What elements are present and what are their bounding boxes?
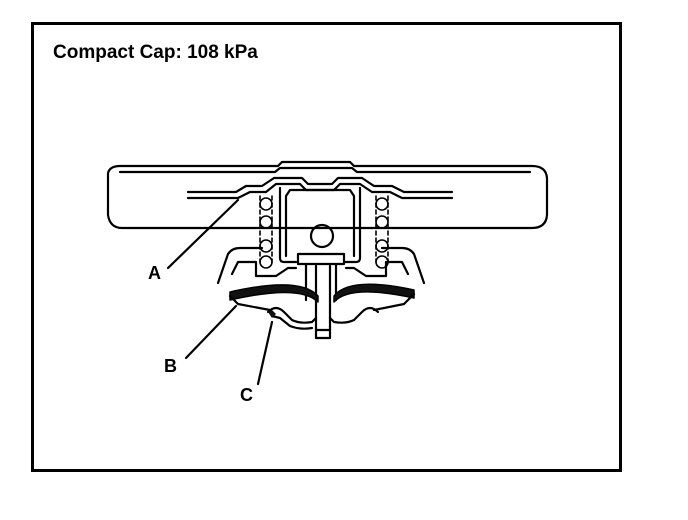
stem-tip: [314, 328, 332, 340]
cap-shell-inner: [118, 166, 532, 174]
leader-b: [184, 304, 238, 360]
leader-c: [256, 320, 274, 386]
seal-housing: [216, 246, 426, 285]
callout-a-label: A: [148, 263, 161, 283]
vent-hole: [309, 223, 335, 249]
left-spring: [259, 195, 273, 269]
callout-c-label: C: [240, 385, 253, 405]
gasket-c: [266, 306, 380, 330]
spring-plate: [186, 176, 454, 200]
gasket-b-right: [333, 283, 415, 303]
right-spring: [375, 195, 389, 269]
diagram-title: Compact Cap: 108 kPa: [53, 42, 258, 63]
lower-flange: [228, 292, 416, 312]
gasket-c-fill: [268, 310, 276, 318]
callout-b-label: B: [164, 356, 177, 376]
gasket-b: [229, 284, 319, 303]
center-housing: [278, 186, 362, 264]
valve-stem: [296, 252, 346, 332]
leader-a: [166, 198, 240, 270]
cap-shell: [106, 160, 549, 230]
